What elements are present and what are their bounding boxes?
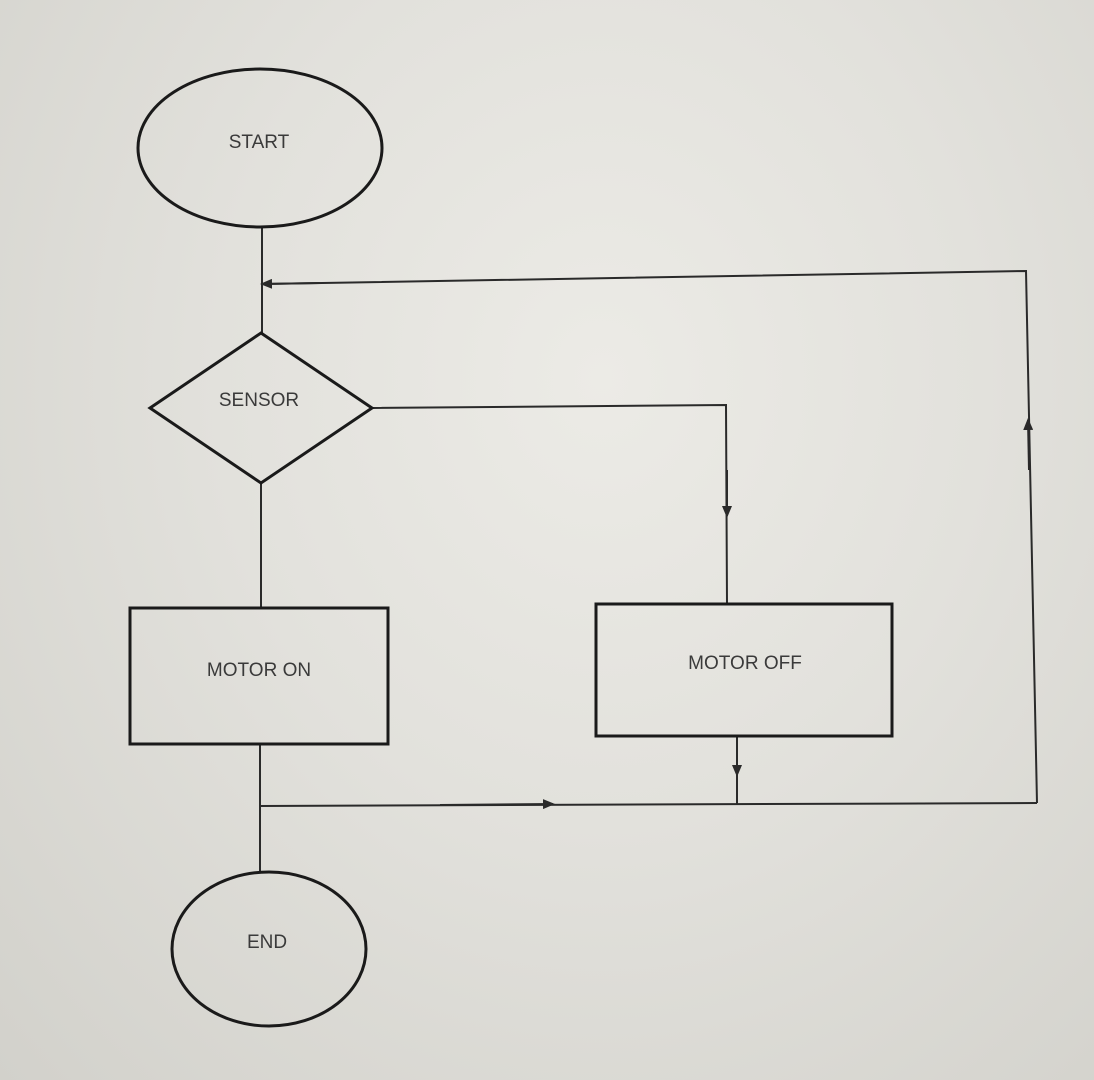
arrow-loop-up xyxy=(1023,418,1034,471)
connector-merge-line xyxy=(259,802,1038,807)
arrow-merge-right xyxy=(439,799,555,810)
start-node: START xyxy=(136,67,384,229)
start-label: START xyxy=(229,132,290,153)
motor-on-node: MOTOR ON xyxy=(128,606,390,746)
sensor-label: SENSOR xyxy=(219,390,299,411)
motor-off-node: MOTOR OFF xyxy=(594,602,894,738)
connector-sensor-to-motor-off xyxy=(371,403,728,605)
motor-on-label: MOTOR ON xyxy=(207,660,311,681)
sensor-node: SENSOR xyxy=(147,331,375,485)
arrow-loop-into-main xyxy=(260,278,321,289)
end-label: END xyxy=(247,932,287,953)
motor-off-label: MOTOR OFF xyxy=(688,653,802,674)
connector-loop-back xyxy=(261,269,1038,804)
end-node: END xyxy=(170,870,368,1028)
connectors xyxy=(259,228,1038,872)
